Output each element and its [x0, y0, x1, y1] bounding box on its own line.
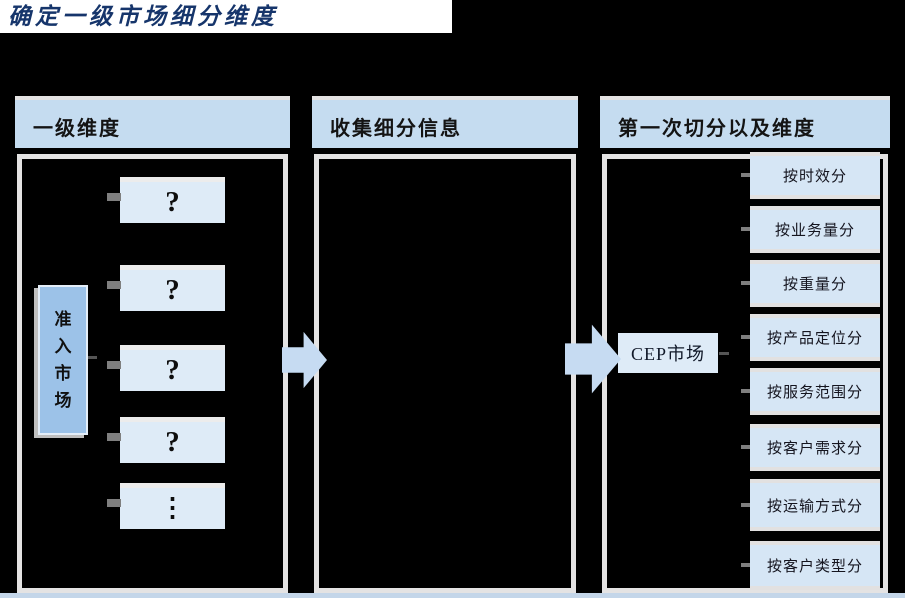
category-box-customer-type: 按客户类型分	[750, 541, 880, 590]
connector-stub	[741, 227, 750, 231]
title-background-band	[0, 0, 452, 33]
category-label: 按业务量分	[774, 223, 855, 239]
category-label: 按客户类型分	[766, 559, 863, 575]
panel-first-cut-title: 第一次切分以及维度	[618, 118, 816, 140]
category-label: 按运输方式分	[766, 498, 863, 515]
connector-stub	[107, 499, 121, 507]
category-box-product-positioning: 按产品定位分	[750, 314, 880, 361]
page-title: 确定一级市场细分维度	[8, 4, 278, 29]
connector-stub	[741, 173, 750, 177]
question-mark: ?	[165, 354, 180, 386]
unknown-dimension-box: ?	[120, 177, 225, 223]
unknown-dimension-box: ?	[120, 265, 225, 311]
access-market-connector	[88, 356, 97, 359]
cep-connector	[719, 352, 729, 355]
connector-stub	[107, 193, 121, 201]
panel-collect-info-body	[314, 154, 576, 593]
connector-stub	[741, 563, 750, 567]
connector-stub	[741, 335, 750, 339]
question-mark: ?	[165, 186, 180, 218]
connector-stub	[741, 281, 750, 285]
question-mark: ?	[165, 274, 180, 306]
category-label: 按产品定位分	[766, 331, 863, 347]
vertical-ellipsis: ⋮	[159, 493, 186, 522]
panel-collect-info-header: 收集细分信息	[312, 96, 578, 148]
category-label: 按重量分	[782, 277, 847, 293]
bottom-edge-strip	[0, 593, 905, 598]
connector-stub	[741, 445, 750, 449]
cep-market-box: CEP市场	[618, 333, 718, 373]
cep-market-label: CEP市场	[630, 344, 705, 364]
category-label: 按客户需求分	[766, 441, 863, 457]
connector-stub	[741, 503, 750, 507]
access-market-box: 准入市场	[38, 285, 88, 435]
category-box-volume: 按业务量分	[750, 206, 880, 253]
more-dimensions-box: ⋮	[120, 483, 225, 529]
panel-level1-header: 一级维度	[15, 96, 290, 148]
panel-collect-info: 收集细分信息	[312, 96, 578, 593]
panel-collect-info-title: 收集细分信息	[330, 118, 462, 140]
unknown-dimension-box: ?	[120, 417, 225, 463]
connector-stub	[741, 389, 750, 393]
unknown-dimension-box: ?	[120, 345, 225, 391]
connector-stub	[107, 433, 121, 441]
category-box-weight: 按重量分	[750, 260, 880, 307]
category-box-customer-needs: 按客户需求分	[750, 424, 880, 471]
access-market-label: 准入市场	[54, 309, 72, 411]
category-box-timeliness: 按时效分	[750, 152, 880, 199]
connector-stub	[107, 281, 121, 289]
panel-level1-title: 一级维度	[33, 118, 121, 140]
question-mark: ?	[165, 426, 180, 458]
connector-stub	[107, 361, 121, 369]
category-box-transport-mode: 按运输方式分	[750, 479, 880, 531]
category-label: 按时效分	[782, 169, 847, 185]
panel-first-cut-header: 第一次切分以及维度	[600, 96, 890, 148]
category-box-service-scope: 按服务范围分	[750, 368, 880, 415]
category-label: 按服务范围分	[766, 385, 863, 401]
